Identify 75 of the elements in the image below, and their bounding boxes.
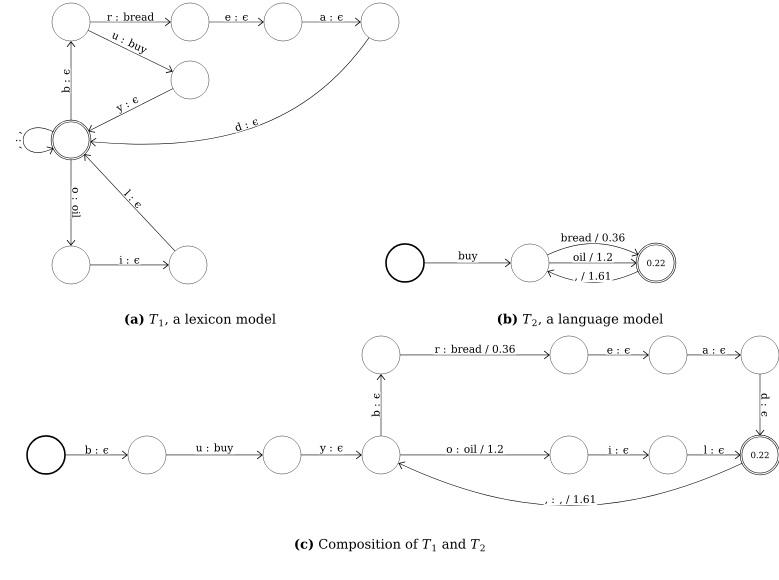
arrow [66, 158, 76, 246]
arrow [208, 18, 264, 26]
edge-label: , : , / 1.61 [545, 495, 595, 504]
state-circle [648, 436, 688, 474]
edge-label: e : ϵ [607, 348, 630, 354]
arrow [88, 88, 174, 133]
state-circle [52, 246, 90, 284]
arrow [400, 350, 550, 360]
edge-label: bread / 0.36 [560, 233, 625, 242]
arrow [756, 374, 764, 436]
arrow [424, 258, 511, 268]
edge-label: y : ϵ [320, 446, 343, 454]
edge-label: l : ϵ [124, 188, 141, 208]
edge-label: d : ϵ [761, 394, 770, 416]
arrow [302, 18, 361, 26]
state-circle [510, 244, 550, 282]
state-circle [50, 120, 92, 160]
edge-label: a : ϵ [702, 348, 726, 354]
edge-label: b : ϵ [85, 446, 108, 454]
arrow [398, 461, 743, 506]
edge-label: e : ϵ [225, 14, 248, 21]
arrow [548, 258, 637, 268]
edge-label: i : ϵ [608, 446, 628, 454]
arrow [376, 374, 386, 436]
arrow [66, 450, 128, 460]
arrow [547, 243, 639, 256]
edge-label: b : ϵ [62, 69, 70, 93]
state-circle [128, 436, 166, 474]
arrow [88, 30, 173, 74]
arrow [166, 450, 263, 460]
edge-label: , / 1.61 [574, 272, 610, 282]
caption: (a) T$_{1}$, a lexicon model [125, 314, 276, 326]
edge-label: o : oil [72, 188, 80, 218]
arrow [686, 350, 741, 360]
state-circle [385, 243, 425, 283]
state-circle [264, 2, 302, 42]
edge-label: o : oil / 1.2 [446, 444, 503, 454]
edge-label: oil / 1.2 [574, 252, 612, 262]
state-circle [648, 336, 688, 374]
edge-label: , : , [16, 132, 22, 149]
arrow [90, 260, 169, 270]
state-circle [362, 336, 400, 374]
state-circle [550, 336, 588, 374]
arrow [90, 18, 171, 26]
state-circle [170, 2, 210, 42]
state-circle [360, 2, 400, 42]
edge-label: b : ϵ [372, 394, 380, 417]
arrow [300, 450, 362, 460]
edge-label: y : ϵ [116, 97, 138, 114]
state-circle [168, 246, 208, 284]
arrow [588, 450, 649, 460]
edge-label: r : bread / 0.36 [434, 344, 515, 354]
edge-label: r : bread [107, 12, 154, 21]
arrow [588, 350, 649, 360]
edge-label: d : ϵ [236, 119, 258, 131]
arrow [22, 128, 54, 155]
state-circle [170, 60, 210, 100]
caption: (b) T$_{2}$, a language model [498, 314, 663, 326]
arrow [686, 450, 741, 460]
state-circle [262, 436, 302, 474]
arrow [90, 37, 370, 147]
edge-label: u : buy [196, 443, 234, 454]
edge-label: l : ϵ [704, 446, 724, 454]
edge-label: u : buy [112, 32, 148, 54]
arrow [84, 154, 176, 252]
state-circle [26, 435, 66, 475]
arrow [400, 450, 550, 460]
edge-label: a : ϵ [320, 14, 343, 21]
caption: (c) Composition of T$_{1}$ and T$_{2}$ [295, 538, 485, 552]
edge-label: i : ϵ [120, 256, 140, 264]
edge-label: buy [458, 251, 478, 262]
state-circle [550, 436, 588, 474]
arrow [66, 41, 76, 121]
state-circle [52, 2, 90, 42]
state-circle [362, 436, 400, 474]
